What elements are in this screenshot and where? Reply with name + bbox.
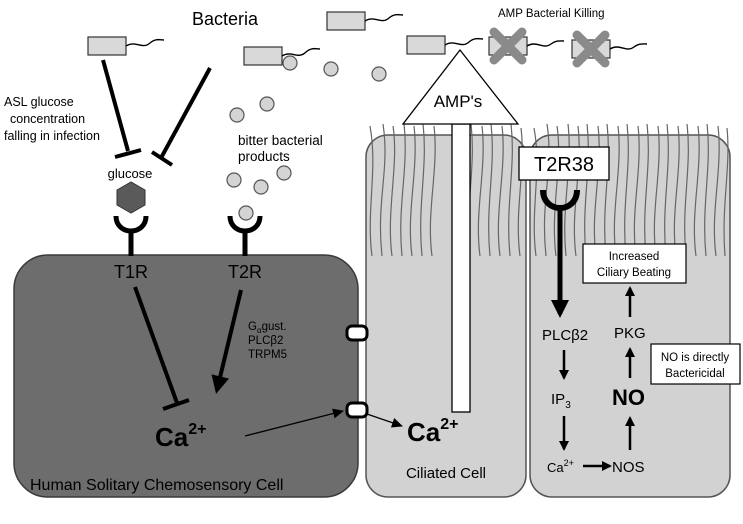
svg-text:Gαgust.: Gαgust.	[248, 321, 287, 335]
signaling-components: Gαgust. PLCβ2 TRPM5	[248, 321, 287, 361]
dead-bacterium-icon	[571, 30, 648, 68]
gap-junction-icon	[345, 401, 369, 419]
no-bactericidal-box: NO is directly Bactericidal	[650, 343, 741, 385]
trpm5-label: TRPM5	[248, 349, 287, 361]
ca-flux-arrow-1	[244, 408, 344, 437]
ca-ciliated: Ca2+	[407, 416, 459, 447]
ciliated-cell-middle	[365, 123, 527, 498]
no-bact-line2: Bactericidal	[665, 368, 724, 380]
pkg-label: PKG	[614, 325, 646, 342]
ip3-label: IP3	[551, 391, 571, 411]
t2r38-receptor-box: T2R38	[518, 146, 610, 181]
asl-glucose-line2: concentration	[10, 112, 85, 126]
bacterium-icon	[406, 35, 484, 55]
inhibition-arrow	[150, 67, 212, 167]
solitary-chemosensory-cell	[13, 254, 359, 498]
ciliated-cell-label: Ciliated Cell	[406, 465, 486, 482]
ciliary-beating-box: Increased Ciliary Beating	[582, 243, 687, 284]
t2r38-label: T2R38	[534, 154, 594, 176]
g-alpha-rest: gust.	[262, 321, 287, 333]
bitter-label-line2: products	[238, 149, 290, 164]
gap-junction-icon	[345, 324, 369, 342]
no-label: NO	[612, 385, 645, 410]
solitary-cell-label: Human Solitary Chemosensory Cell	[30, 477, 283, 494]
bacteria-label: Bacteria	[192, 9, 259, 29]
cilia-right	[533, 123, 729, 257]
dead-bacterium-icon	[488, 27, 565, 65]
ciliary-line2: Ciliary Beating	[597, 267, 671, 279]
g-alpha-sub: α	[257, 326, 262, 335]
bitter-label-line1: bitter bacterial	[238, 133, 323, 148]
amp-killing-label: AMP Bacterial Killing	[498, 8, 605, 20]
ca-small-label: Ca2+	[547, 458, 574, 475]
receptor-icon	[227, 215, 263, 256]
ca-solitary: Ca2+	[155, 421, 207, 452]
t2r-label: T2R	[228, 262, 262, 282]
t1r-label: T1R	[114, 262, 148, 282]
glucose-label: glucose	[108, 166, 153, 181]
asl-glucose-line1: ASL glucose	[4, 95, 74, 109]
ca-flux-arrow-2	[366, 413, 403, 428]
ciliary-line1: Increased	[609, 251, 660, 263]
t2r-activation-arrow	[211, 289, 243, 394]
amp-arrow: AMP's	[401, 48, 520, 413]
no-bact-line1: NO is directly	[661, 352, 730, 364]
amps-label: AMP's	[434, 92, 483, 111]
bacterium-icon	[87, 36, 165, 56]
plcb2-small-label: PLCβ2	[248, 335, 283, 347]
bitter-particles	[226, 55, 387, 221]
asl-glucose-line3: falling in infection	[4, 129, 100, 143]
inhibition-arrow	[101, 59, 142, 159]
g-alpha-main: G	[248, 321, 257, 333]
t1r-inhibition-arrow	[133, 286, 190, 411]
plcb2-label: PLCβ2	[542, 327, 588, 344]
glucose-icon	[116, 181, 146, 214]
nos-label: NOS	[612, 459, 645, 476]
bacterium-icon	[326, 11, 404, 31]
receptor-icon	[113, 215, 149, 256]
cilia-middle	[369, 123, 523, 257]
bacterium-icon	[243, 46, 321, 66]
